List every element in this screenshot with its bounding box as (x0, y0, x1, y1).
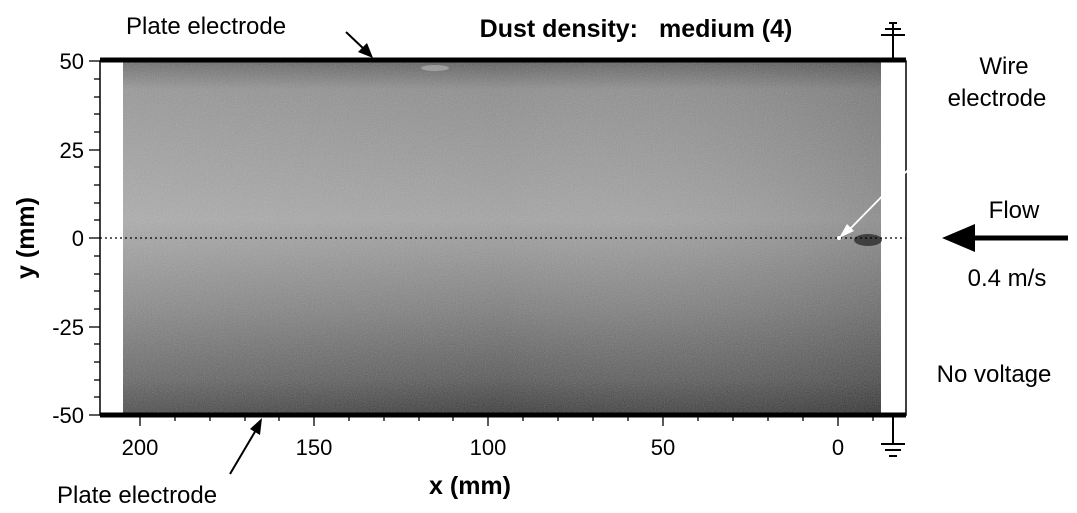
ground-icon (881, 415, 905, 457)
x-tick-label: 100 (470, 435, 507, 460)
title-value: medium (4) (659, 15, 792, 43)
y-tick-label: 50 (60, 49, 84, 74)
plate-electrode-top-label: Plate electrode (126, 13, 286, 40)
y-tick-label: 0 (72, 226, 84, 251)
plate-electrode-bottom-label: Plate electrode (57, 482, 217, 509)
wire-electrode-label-line2: electrode (948, 85, 1047, 112)
plate-electrode-top-arrow (345, 31, 373, 58)
flow-speed: 0.4 m/s (968, 265, 1047, 292)
x-tick-label: 150 (296, 435, 333, 460)
title-prefix: Dust density: (480, 15, 638, 43)
x-axis-ticks (139, 415, 874, 426)
wire-electrode-label-line1: Wire (979, 53, 1028, 80)
chart-title: Dust density: medium (4) (480, 15, 793, 43)
y-axis-ticks (89, 60, 100, 416)
plate-electrode-bottom-arrow (229, 418, 262, 475)
y-tick-label: -50 (52, 403, 84, 428)
y-axis-label: y (mm) (12, 197, 40, 279)
ground-icon (881, 22, 905, 60)
flow-label: Flow (989, 197, 1040, 224)
x-axis-label: x (mm) (429, 472, 511, 500)
wire-electrode-arrow (837, 121, 956, 240)
y-tick-label: -25 (52, 315, 84, 340)
flow-arrow-icon (942, 224, 1068, 252)
y-tick-label: 25 (60, 138, 84, 163)
x-tick-label: 0 (832, 435, 844, 460)
x-tick-label: 200 (122, 435, 159, 460)
x-tick-label: 50 (651, 435, 675, 460)
voltage-status: No voltage (937, 361, 1052, 388)
